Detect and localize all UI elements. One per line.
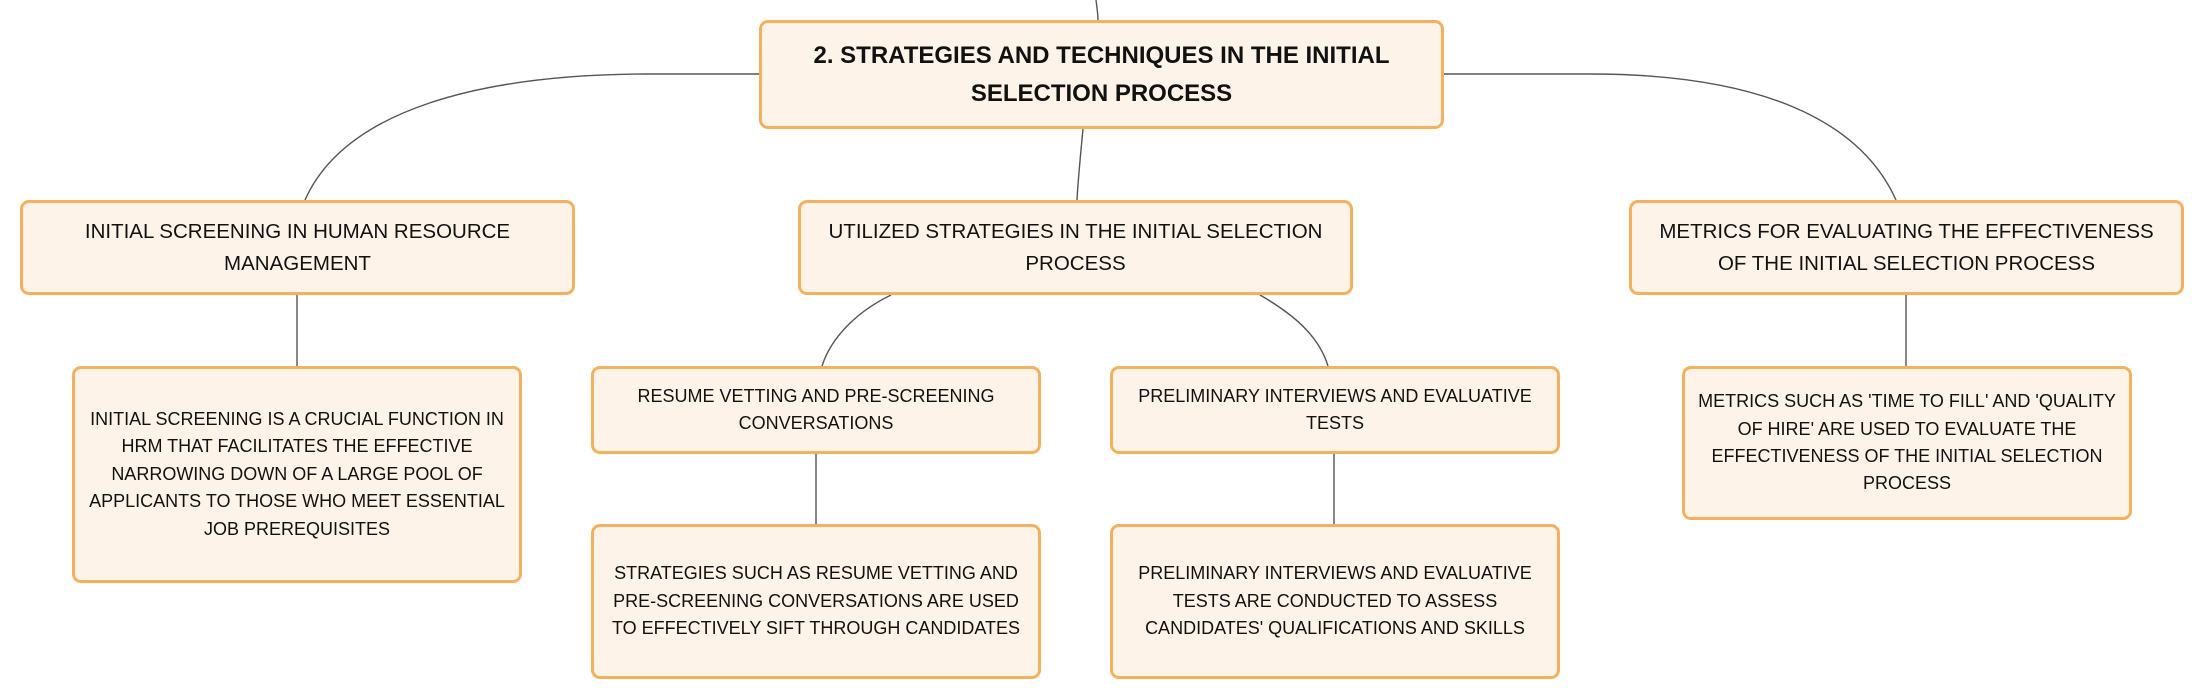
connector-root-to-utilized-strategies: [1076, 128, 1084, 201]
initial-screening-detail-node[interactable]: INITIAL SCREENING IS A CRUCIAL FUNCTION …: [72, 366, 522, 583]
metrics-detail-label: METRICS SUCH AS 'TIME TO FILL' AND 'QUAL…: [1698, 391, 2116, 494]
resume-vetting-node[interactable]: RESUME VETTING AND PRE-SCREENING CONVERS…: [591, 366, 1041, 454]
initial-screening-detail-label: INITIAL SCREENING IS A CRUCIAL FUNCTION …: [89, 409, 505, 539]
branch-metrics-label: METRICS FOR EVALUATING THE EFFECTIVENESS…: [1659, 220, 2154, 275]
resume-vetting-detail-label: STRATEGIES SUCH AS RESUME VETTING AND PR…: [611, 563, 1021, 639]
connector-utilized-to-resume-vetting: [821, 294, 892, 367]
branch-utilized-strategies-node[interactable]: UTILIZED STRATEGIES IN THE INITIAL SELEC…: [798, 200, 1353, 295]
preliminary-interviews-node[interactable]: PRELIMINARY INTERVIEWS AND EVALUATIVE TE…: [1110, 366, 1560, 454]
preliminary-interviews-detail-node[interactable]: PRELIMINARY INTERVIEWS AND EVALUATIVE TE…: [1110, 524, 1560, 679]
branch-metrics-node[interactable]: METRICS FOR EVALUATING THE EFFECTIVENESS…: [1629, 200, 2184, 295]
root-topic-label: 2. STRATEGIES AND TECHNIQUES IN THE INIT…: [813, 42, 1390, 107]
branch-initial-screening-label: INITIAL SCREENING IN HUMAN RESOURCE MANA…: [84, 220, 511, 275]
connector-root-to-initial-screening: [304, 73, 759, 201]
metrics-detail-node[interactable]: METRICS SUCH AS 'TIME TO FILL' AND 'QUAL…: [1682, 366, 2132, 520]
connector-utilized-to-preliminary: [1259, 294, 1329, 367]
connector-incoming: [1095, 0, 1099, 21]
preliminary-interviews-detail-label: PRELIMINARY INTERVIEWS AND EVALUATIVE TE…: [1138, 563, 1532, 639]
root-topic-node[interactable]: 2. STRATEGIES AND TECHNIQUES IN THE INIT…: [759, 20, 1444, 129]
connector-root-to-metrics: [1444, 73, 1897, 201]
resume-vetting-detail-node[interactable]: STRATEGIES SUCH AS RESUME VETTING AND PR…: [591, 524, 1041, 679]
branch-initial-screening-node[interactable]: INITIAL SCREENING IN HUMAN RESOURCE MANA…: [20, 200, 575, 295]
resume-vetting-label: RESUME VETTING AND PRE-SCREENING CONVERS…: [637, 385, 995, 433]
branch-utilized-strategies-label: UTILIZED STRATEGIES IN THE INITIAL SELEC…: [828, 220, 1323, 275]
preliminary-interviews-label: PRELIMINARY INTERVIEWS AND EVALUATIVE TE…: [1138, 385, 1532, 433]
